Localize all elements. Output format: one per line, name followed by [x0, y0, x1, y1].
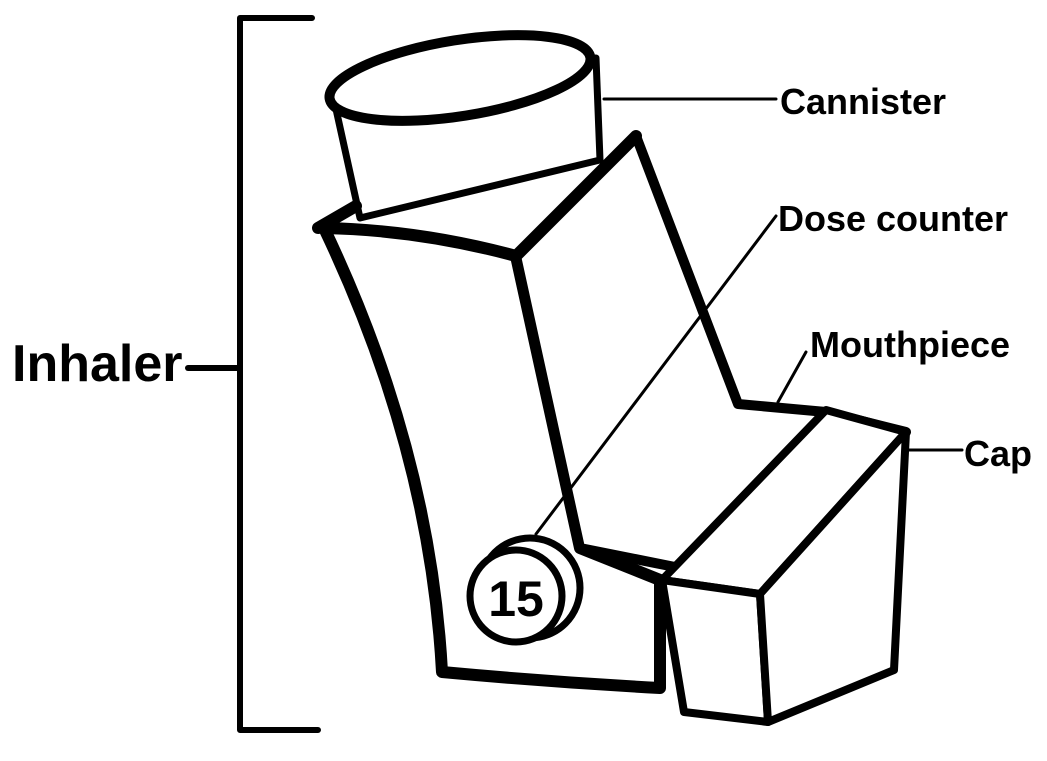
dose-counter: 15 [466, 534, 584, 646]
label-cannister: Cannister [780, 81, 946, 122]
dose-counter-value: 15 [488, 571, 544, 627]
label-cap: Cap [964, 433, 1032, 474]
inhaler-bracket [185, 15, 321, 733]
label-mouthpiece: Mouthpiece [810, 324, 1010, 365]
label-inhaler: Inhaler [12, 335, 183, 393]
inhaler-body-lip [312, 130, 642, 262]
label-dose-counter: Dose counter [778, 198, 1008, 239]
cap-front [658, 576, 772, 726]
cannister [324, 30, 604, 222]
cap-side [756, 428, 910, 726]
leader-lines [534, 97, 964, 536]
